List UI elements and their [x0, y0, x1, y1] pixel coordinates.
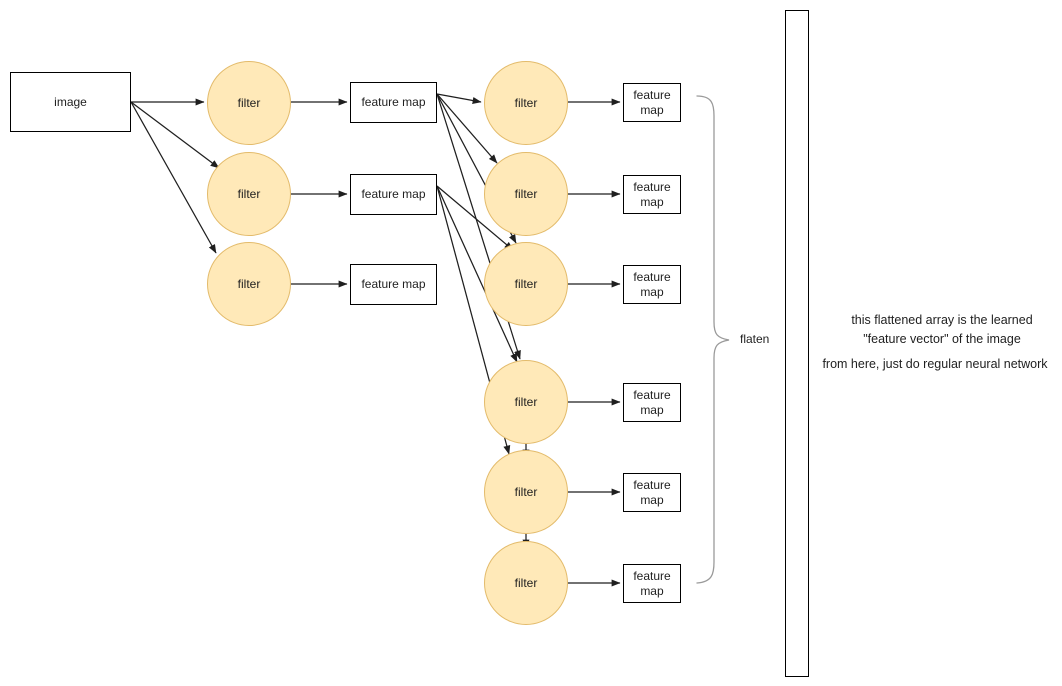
- node-filter-l1-1-label: filter: [237, 95, 261, 110]
- node-featuremap-l2-1-label: feature map: [633, 87, 671, 117]
- node-filter-l2-2-label: filter: [514, 186, 538, 201]
- node-featuremap-l2-4-label: feature map: [633, 387, 671, 417]
- node-filter-l2-5-label: filter: [514, 484, 538, 499]
- node-filter-l2-1[interactable]: filter: [484, 61, 568, 145]
- node-filter-l1-2-label: filter: [237, 186, 261, 201]
- node-featuremap-l2-3[interactable]: feature map: [623, 265, 681, 304]
- edges-image-to-filters: [130, 98, 220, 254]
- node-featuremap-l2-4[interactable]: feature map: [623, 383, 681, 422]
- node-filter-l2-3[interactable]: filter: [484, 242, 568, 326]
- node-featuremap-l1-3[interactable]: feature map: [350, 264, 437, 305]
- node-featuremap-l2-5-label: feature map: [633, 477, 671, 507]
- node-image-label: image: [54, 94, 87, 109]
- node-filter-l2-2[interactable]: filter: [484, 152, 568, 236]
- edges-filter-to-featuremap-layer1: [291, 98, 348, 288]
- node-filter-l1-3-label: filter: [237, 276, 261, 291]
- node-filter-l2-6[interactable]: filter: [484, 541, 568, 625]
- node-featuremap-l2-2-label: feature map: [633, 179, 671, 209]
- node-featuremap-l2-1[interactable]: feature map: [623, 83, 681, 122]
- node-featuremap-l2-2[interactable]: feature map: [623, 175, 681, 214]
- node-featuremap-l2-5[interactable]: feature map: [623, 473, 681, 512]
- node-featuremap-l1-1-label: feature map: [361, 95, 426, 109]
- flatten-brace: [696, 95, 730, 584]
- node-featuremap-l1-1[interactable]: feature map: [350, 82, 437, 123]
- node-filter-l1-1[interactable]: filter: [207, 61, 291, 145]
- node-filter-l2-6-label: filter: [514, 575, 538, 590]
- note-feature-vector: this flattened array is the learned "fea…: [851, 313, 1033, 346]
- node-filter-l2-5[interactable]: filter: [484, 450, 568, 534]
- flatten-label: flaten: [740, 332, 770, 346]
- node-featuremap-l1-2-label: feature map: [361, 187, 426, 201]
- node-filter-l2-1-label: filter: [514, 95, 538, 110]
- flattened-array-rect[interactable]: [785, 10, 809, 677]
- node-featuremap-l2-3-label: feature map: [633, 269, 671, 299]
- node-filter-l1-2[interactable]: filter: [207, 152, 291, 236]
- node-filter-l2-4-label: filter: [514, 394, 538, 409]
- node-filter-l2-3-label: filter: [514, 276, 538, 291]
- node-featuremap-l1-3-label: feature map: [361, 277, 426, 291]
- node-featuremap-l2-6-label: feature map: [633, 568, 671, 598]
- node-image[interactable]: image: [10, 72, 131, 132]
- node-featuremap-l2-6[interactable]: feature map: [623, 564, 681, 603]
- node-filter-l2-4[interactable]: filter: [484, 360, 568, 444]
- node-featuremap-l1-2[interactable]: feature map: [350, 174, 437, 215]
- node-filter-l1-3[interactable]: filter: [207, 242, 291, 326]
- note-regular-neural-network: from here, just do regular neural networ…: [822, 357, 1048, 371]
- edges-filter-to-featuremap-layer2: [568, 98, 621, 587]
